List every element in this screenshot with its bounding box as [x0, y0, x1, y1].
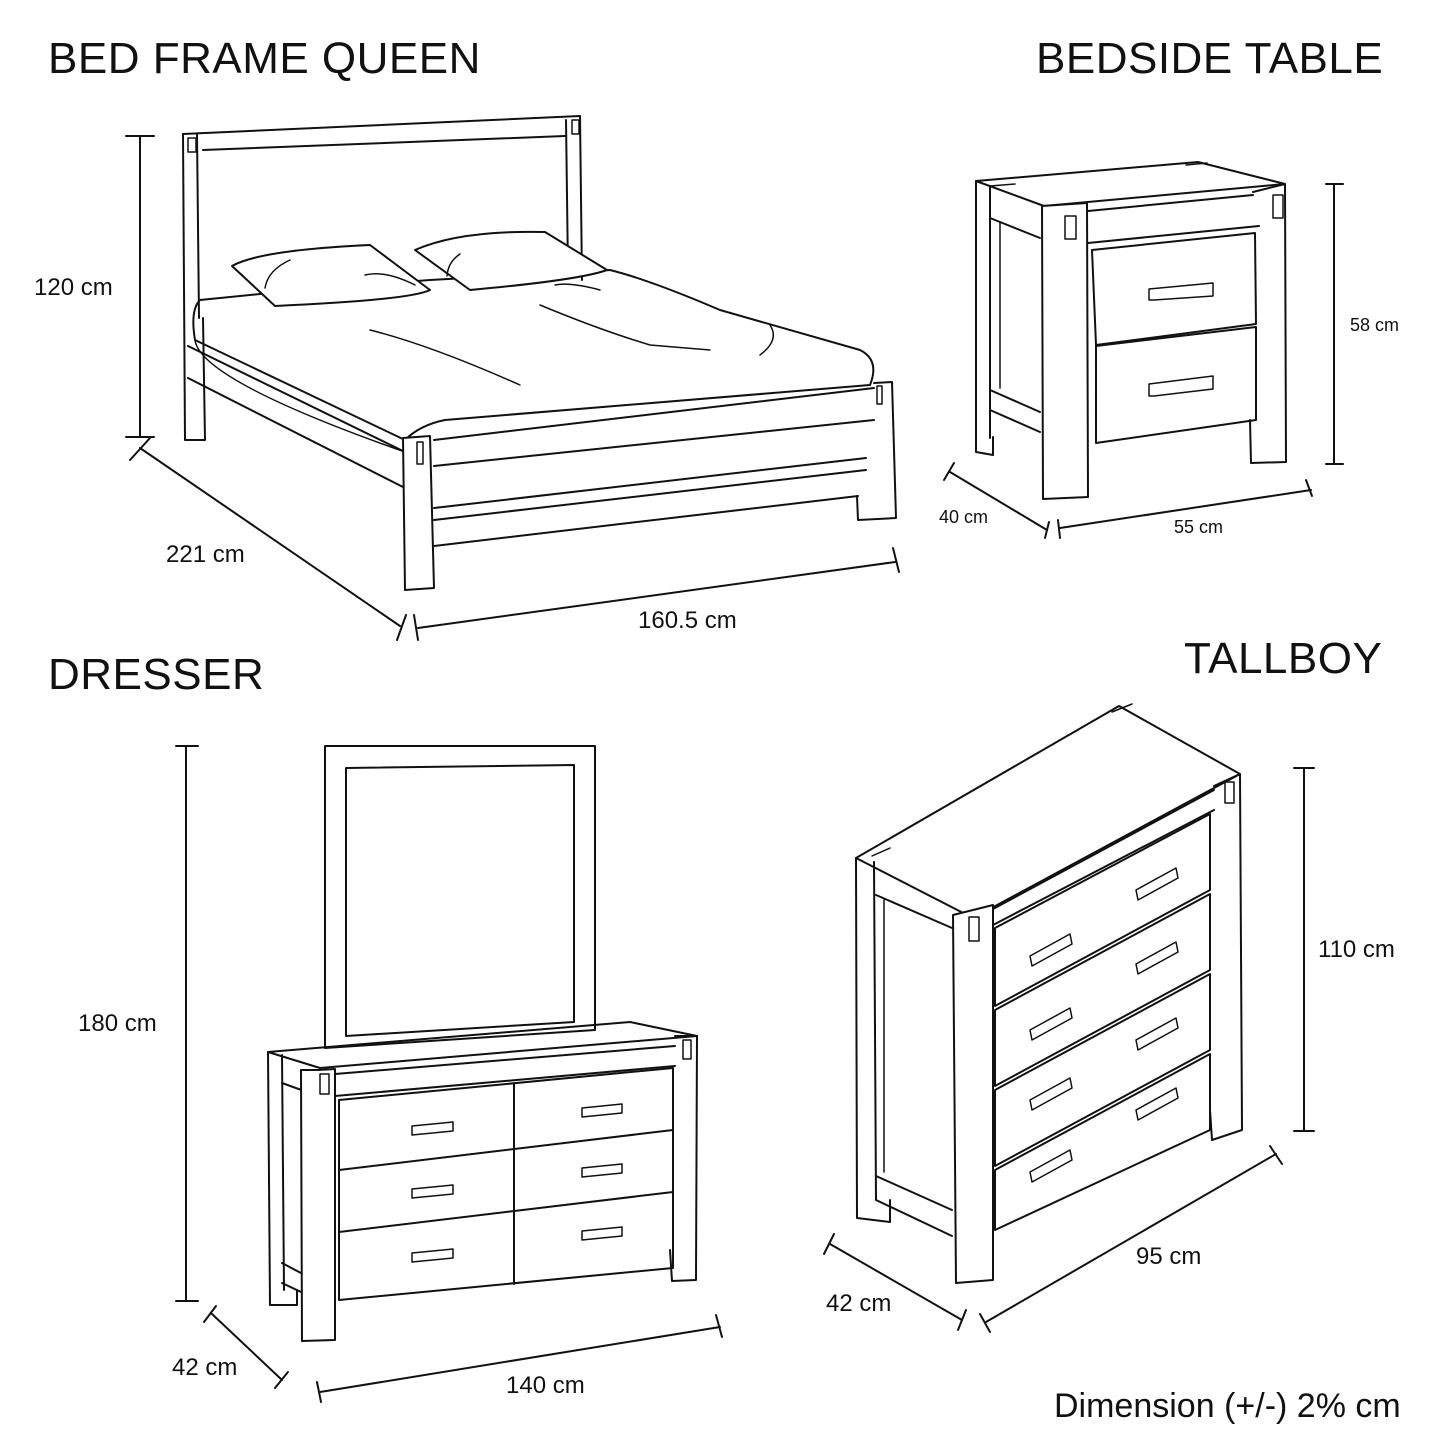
bed-frame-title: BED FRAME QUEEN: [48, 34, 481, 83]
bed-width-label: 160.5 cm: [638, 607, 737, 634]
bed-height-label: 120 cm: [34, 274, 113, 301]
bed-dimension-lines: [125, 135, 900, 641]
dresser-width-label: 140 cm: [506, 1372, 585, 1399]
dresser-drawing: [267, 745, 698, 1342]
tallboy-title: TALLBOY: [1184, 634, 1383, 683]
dresser-title: DRESSER: [48, 650, 265, 699]
dimension-tolerance-note: Dimension (+/-) 2% cm: [1054, 1387, 1401, 1425]
tallboy-drawing: [855, 703, 1243, 1284]
tallboy-dimension-lines: [823, 767, 1315, 1333]
dresser-depth-label: 42 cm: [172, 1354, 238, 1381]
tallboy-width-label: 95 cm: [1136, 1243, 1202, 1270]
bedside-table-title: BEDSIDE TABLE: [1036, 34, 1384, 83]
dresser-dimension-lines: [175, 745, 723, 1403]
bed-frame-drawing: [182, 115, 897, 591]
bedside-dimension-lines: [943, 183, 1344, 539]
dresser-height-label: 180 cm: [78, 1010, 157, 1037]
bedside-depth-label: 40 cm: [939, 507, 989, 527]
tallboy-height-label: 110 cm: [1318, 936, 1395, 963]
bedside-width-label: 55 cm: [1174, 517, 1224, 537]
bedside-table-drawing: [975, 161, 1287, 500]
tallboy-depth-label: 42 cm: [826, 1290, 892, 1317]
bedside-height-label: 58 cm: [1350, 315, 1400, 335]
bed-depth-label: 221 cm: [166, 541, 245, 568]
